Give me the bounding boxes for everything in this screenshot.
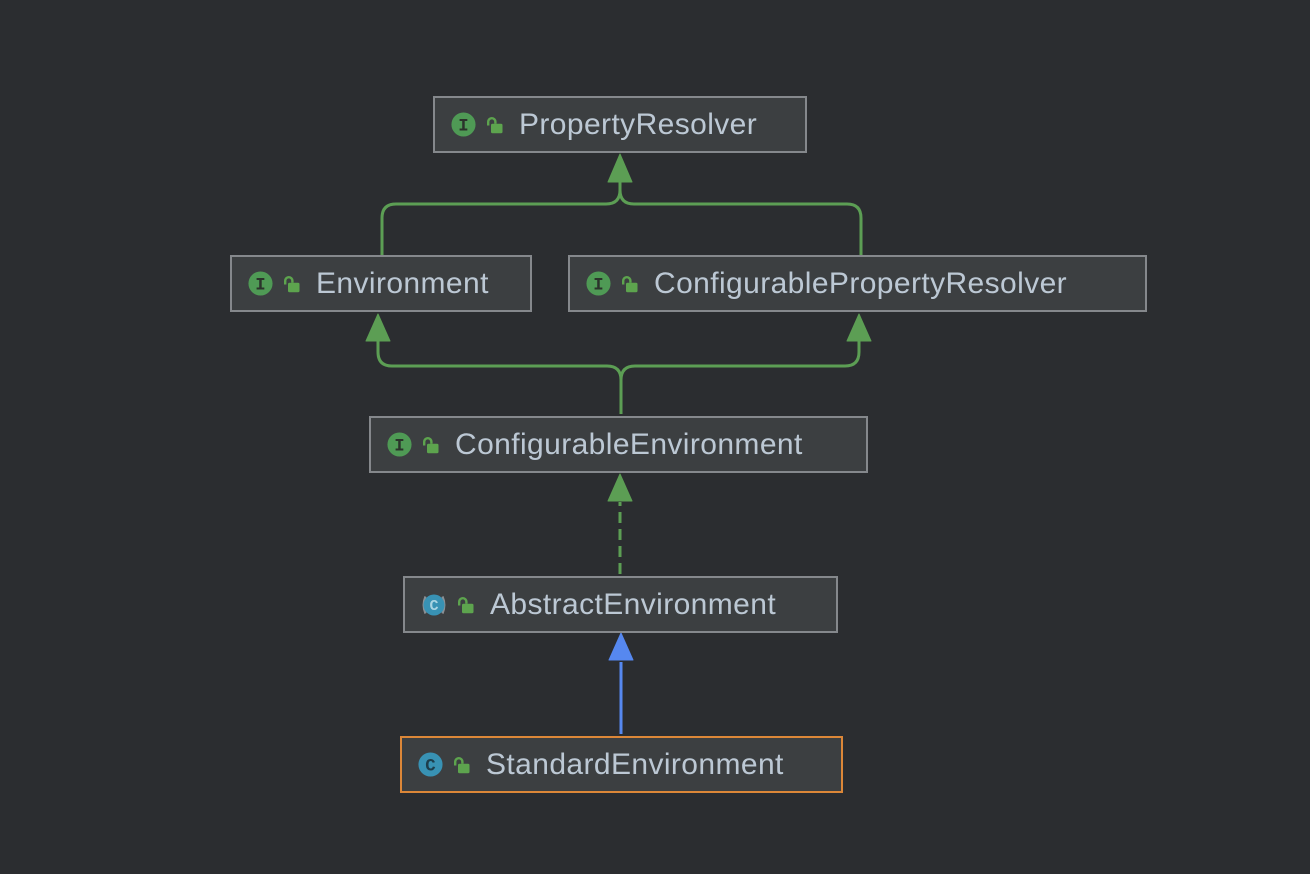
interface-icon: I bbox=[387, 432, 412, 457]
open-lock-icon bbox=[622, 275, 638, 292]
extends-arrowhead-abstractenvironment bbox=[608, 632, 634, 661]
extends-arrowhead-configurablepropertyresolver bbox=[846, 313, 872, 342]
open-lock-icon bbox=[458, 596, 474, 613]
abstract-class-icon-letter: C bbox=[429, 598, 438, 615]
interface-icon: I bbox=[586, 271, 611, 296]
open-lock-icon bbox=[487, 116, 503, 133]
class-node-label: AbstractEnvironment bbox=[490, 587, 777, 621]
class-node-configurableenvironment[interactable]: I ConfigurableEnvironment bbox=[369, 416, 868, 473]
class-node-environment[interactable]: I Environment bbox=[230, 255, 532, 312]
edge-line bbox=[618, 181, 863, 255]
interface-icon-letter: I bbox=[255, 276, 265, 295]
open-lock-icon bbox=[284, 275, 300, 292]
edge-line bbox=[380, 181, 622, 255]
abstract-class-icon: C bbox=[422, 594, 446, 615]
class-node-label: ConfigurableEnvironment bbox=[455, 427, 803, 461]
edge-line bbox=[619, 341, 861, 414]
edge-configurablepropertyresolver-to-propertyresolver[interactable] bbox=[618, 181, 863, 255]
class-node-label: Environment bbox=[316, 266, 489, 300]
class-node-label: StandardEnvironment bbox=[486, 747, 784, 781]
implements-arrowhead-configurableenvironment bbox=[607, 473, 633, 502]
interface-icon-letter: I bbox=[458, 117, 468, 136]
class-node-configurablepropertyresolver[interactable]: I ConfigurablePropertyResolver bbox=[568, 255, 1147, 312]
edge-environment-to-propertyresolver[interactable] bbox=[380, 181, 622, 255]
open-lock-icon bbox=[423, 436, 439, 453]
class-node-abstractenvironment[interactable]: C AbstractEnvironment bbox=[403, 576, 838, 633]
interface-icon-letter: I bbox=[593, 276, 603, 295]
class-icon-letter: C bbox=[425, 757, 435, 776]
edge-configurableenvironment-to-environment[interactable] bbox=[376, 341, 623, 414]
class-icon: C bbox=[418, 752, 443, 777]
class-node-label: ConfigurablePropertyResolver bbox=[654, 266, 1068, 300]
interface-icon-letter: I bbox=[394, 437, 404, 456]
interface-icon: I bbox=[248, 271, 273, 296]
class-node-propertyresolver[interactable]: I PropertyResolver bbox=[433, 96, 807, 153]
interface-icon: I bbox=[451, 112, 476, 137]
edge-line bbox=[376, 341, 623, 414]
extends-arrowhead-propertyresolver bbox=[607, 153, 633, 183]
class-node-label: PropertyResolver bbox=[519, 107, 758, 141]
class-node-standardenvironment-selected[interactable]: C StandardEnvironment bbox=[400, 736, 843, 793]
edge-configurableenvironment-to-configurablepropertyresolver[interactable] bbox=[619, 341, 861, 414]
open-lock-icon bbox=[454, 756, 470, 773]
extends-arrowhead-environment bbox=[365, 313, 391, 342]
